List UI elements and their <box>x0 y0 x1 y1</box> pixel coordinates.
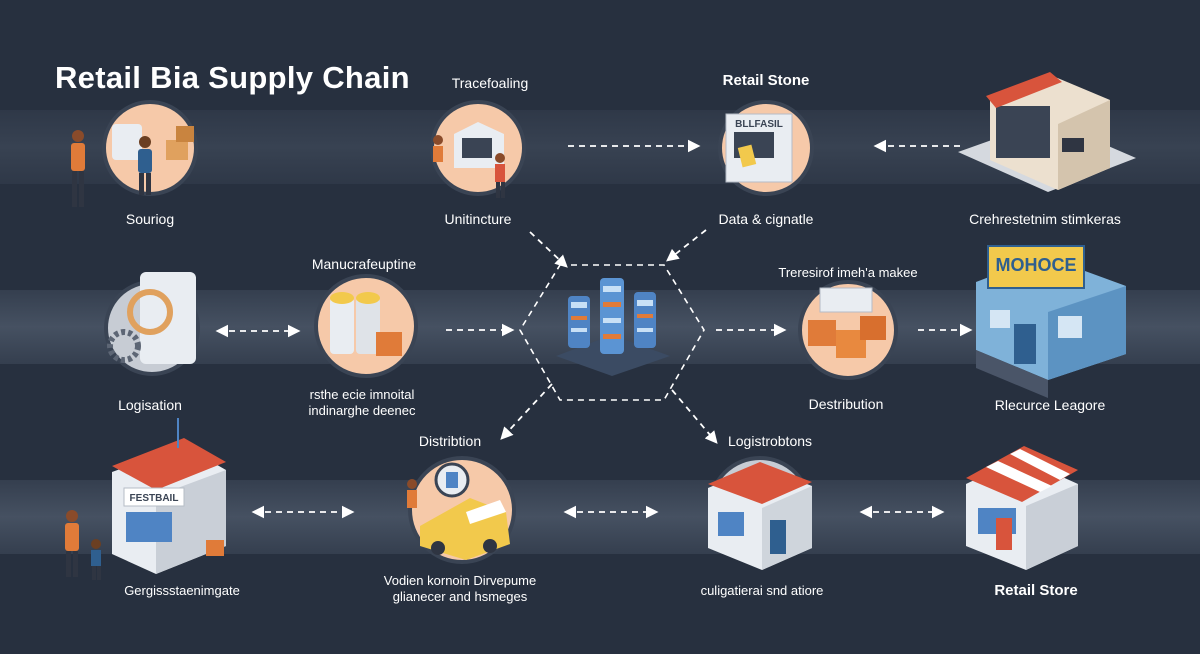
arrow-data-to-hub <box>666 229 707 262</box>
gear-icon <box>127 289 173 335</box>
box-icon <box>376 332 402 356</box>
label-distribution: Distribtion <box>418 433 482 449</box>
machine-icon <box>112 124 142 160</box>
node-manufacturing <box>314 274 418 378</box>
roll-icon <box>356 298 380 354</box>
label-gergiss: Gergissstaenimgate <box>124 583 240 598</box>
arrows <box>215 139 973 519</box>
sign-mohoce: MOHOCE <box>995 255 1077 275</box>
arrow-hub-to-logistrobtons <box>671 389 718 444</box>
worker-icon <box>138 136 152 195</box>
page-title: Retail Bia Supply Chain <box>55 60 410 95</box>
label-destribution: Destribution <box>808 396 884 412</box>
box-icon <box>808 320 836 346</box>
node-crehrest <box>958 72 1136 192</box>
arrow-hub-to-distribution <box>500 383 553 440</box>
label-manufacturing-sub1: rsthe ecie imnoital <box>309 387 415 402</box>
van-icon <box>420 498 510 560</box>
label-logisation: Logisation <box>118 397 182 413</box>
worker-icon <box>71 130 85 207</box>
label-crehrest: Crehrestetnim stimkeras <box>969 211 1121 227</box>
label-rlecurce-leagore: Rlecurce Leagore <box>994 397 1106 413</box>
worker-icon <box>495 153 505 198</box>
box-icon <box>206 540 224 556</box>
sign-festbail: FESTBAIL <box>129 493 179 504</box>
store-sign <box>987 245 1085 289</box>
worker-icon <box>407 479 417 508</box>
roof-icon <box>708 462 812 504</box>
node-culigaterai <box>708 456 812 570</box>
box-icon <box>860 316 886 340</box>
node-gergiss <box>65 418 226 580</box>
label-vodien-line1: Vodien kornoin Dirvepume <box>383 573 537 588</box>
arrow-unitincture-to-hub <box>529 231 568 268</box>
node-retail-stone <box>718 100 814 196</box>
label-unitincture: Unitincture <box>444 211 512 227</box>
label-manufacturing-sub2: indinarghe deenec <box>308 403 416 418</box>
label-culigaterai: culigatierai snd atiore <box>700 583 824 598</box>
store-sign <box>123 487 185 507</box>
door-icon <box>1014 324 1036 364</box>
roof-icon <box>112 438 226 490</box>
label-vodien-line2: glianecer and hsmeges <box>392 589 528 604</box>
central-data-hub <box>519 264 705 401</box>
label-retail-store: Retail Store <box>994 582 1078 599</box>
child-icon <box>91 539 101 580</box>
roll-icon <box>330 298 354 354</box>
awning-icon <box>986 72 1062 108</box>
door-icon <box>996 518 1012 550</box>
sign-board-icon <box>819 287 873 313</box>
node-sourcing <box>71 100 198 207</box>
box-icon <box>166 140 188 160</box>
server-tower-icon <box>568 278 656 354</box>
label-manufacturing: Manucrafeuptine <box>311 256 417 272</box>
label-data-signatle: Data & cignatle <box>718 211 814 227</box>
label-sourcing: Souriog <box>125 211 175 227</box>
striped-awning-icon <box>966 446 1078 502</box>
gear-icon <box>107 329 141 363</box>
label-treresirof: Treresirof imeh'a makee <box>778 265 918 280</box>
sign-bllfasil: BLLFASIL <box>735 119 783 130</box>
node-destribution <box>798 280 898 380</box>
worker-icon <box>65 510 79 577</box>
door-icon <box>770 520 786 554</box>
label-tracefoaling: Tracefoaling <box>451 75 529 91</box>
node-logisation <box>104 272 200 376</box>
node-tracefoaling <box>430 100 526 198</box>
node-retail-store <box>966 446 1078 570</box>
label-retail-stone: Retail Stone <box>722 72 810 89</box>
node-mohoce <box>976 245 1126 398</box>
document-icon <box>737 144 757 168</box>
node-vodien <box>407 456 516 564</box>
worker-icon <box>433 135 443 162</box>
label-logistrobtons: Logistrobtons <box>727 433 813 449</box>
